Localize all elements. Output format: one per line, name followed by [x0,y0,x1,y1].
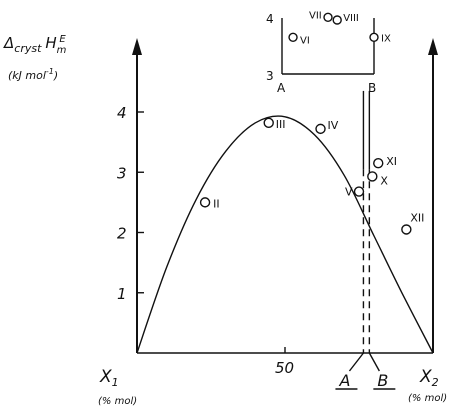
y-tick-label-3: 3 [117,164,127,182]
y-tick-label-2: 2 [117,225,127,243]
marker-B-leader [368,352,380,372]
x1-unit: (% mol) [98,396,137,407]
point-label-X: X [380,174,388,187]
marker-A-leader [348,352,364,372]
inset-point-label-VIII: VIII [343,13,359,24]
x-tick-label-50: 50 [275,359,294,377]
marker-B-label: B [377,371,388,390]
inset-x-label-b: B [368,81,376,95]
inset-point-VIII [332,15,342,25]
inset-point-VI [288,32,298,42]
point-label-XII: XII [410,211,424,224]
fitted-curve [136,115,434,354]
right-axis-arrow [428,38,438,55]
point-IV [315,123,326,135]
x1-label: X1 [99,367,119,389]
left-axis-arrow [132,38,142,55]
y-axis-unit: (kJ mol-1) [8,67,58,82]
point-label-IV: IV [328,119,339,132]
marker-A-label: A [338,371,350,390]
inset-point-label-VI: VI [300,35,310,46]
point-XII [401,224,412,235]
y-tick-label-1: 1 [117,285,127,303]
inset-point-label-VII: VII [309,10,322,21]
inset-data-points: VI VII VIII IX [288,10,391,46]
x-ticks: 50 [275,347,294,377]
inset-panel: 4 3 A B VI VII VIII IX [266,10,391,95]
point-X [367,171,378,182]
point-XI [373,158,384,169]
inset-point-label-IX: IX [381,33,391,44]
point-label-XI: XI [386,155,397,168]
point-label-V: V [345,186,353,199]
y-ticks: 1 2 3 4 [117,104,144,303]
inset-x-label-a: A [277,81,286,95]
x2-label: X2 [419,367,439,389]
inset-y-tick-3: 3 [266,69,274,83]
y-tick-label-4: 4 [117,104,127,122]
point-label-II: II [213,197,220,210]
point-II [199,197,211,208]
x2-unit: (% mol) [408,393,447,404]
point-III [263,117,274,129]
inset-y-tick-4: 4 [266,12,274,26]
point-label-III: III [276,118,286,131]
point-V [353,186,365,197]
inset-point-IX [369,32,379,42]
inset-point-VII [323,12,333,22]
